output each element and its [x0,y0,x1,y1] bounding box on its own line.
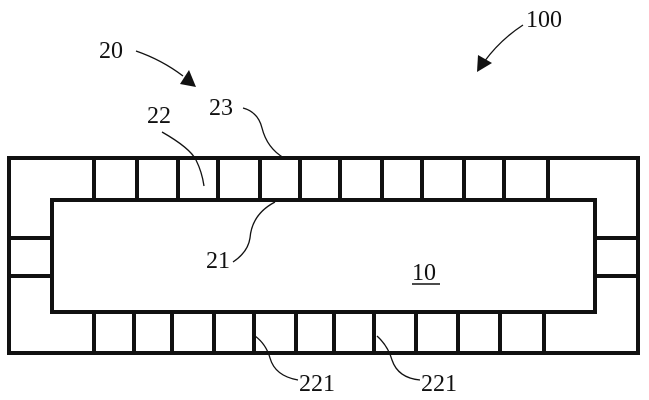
outer-edge-label: 23 [209,95,233,121]
region-label: 10 [412,260,436,286]
region-reference: 10 [412,260,440,286]
bottom-cell-leader-right [377,336,420,380]
bottom-cell-label-left: 221 [299,371,335,397]
inner-boundary [52,200,595,312]
assembly-reference: 100 [477,7,562,72]
frame-label: 20 [99,38,123,64]
frame-arrow-head [180,70,196,87]
assembly-arrow-head [477,55,492,72]
assembly-label: 100 [526,7,562,33]
outer-edge-reference: 23 [209,95,284,158]
cell-reference: 22 [147,103,204,186]
inner-edge-label: 21 [206,248,230,274]
cell-dividers [9,158,638,353]
cell-label: 22 [147,103,171,129]
outer-edge-leader [243,108,284,158]
cell-frame [9,158,638,353]
frame-arrow-shaft [136,51,183,76]
inner-edge-reference: 21 [206,202,275,274]
frame-reference: 20 [99,38,196,87]
bottom-cell-label-right: 221 [421,371,457,397]
assembly-arrow-shaft [484,25,523,62]
bottom-cell-leader-left [255,336,298,380]
inner-edge-leader [233,202,275,262]
